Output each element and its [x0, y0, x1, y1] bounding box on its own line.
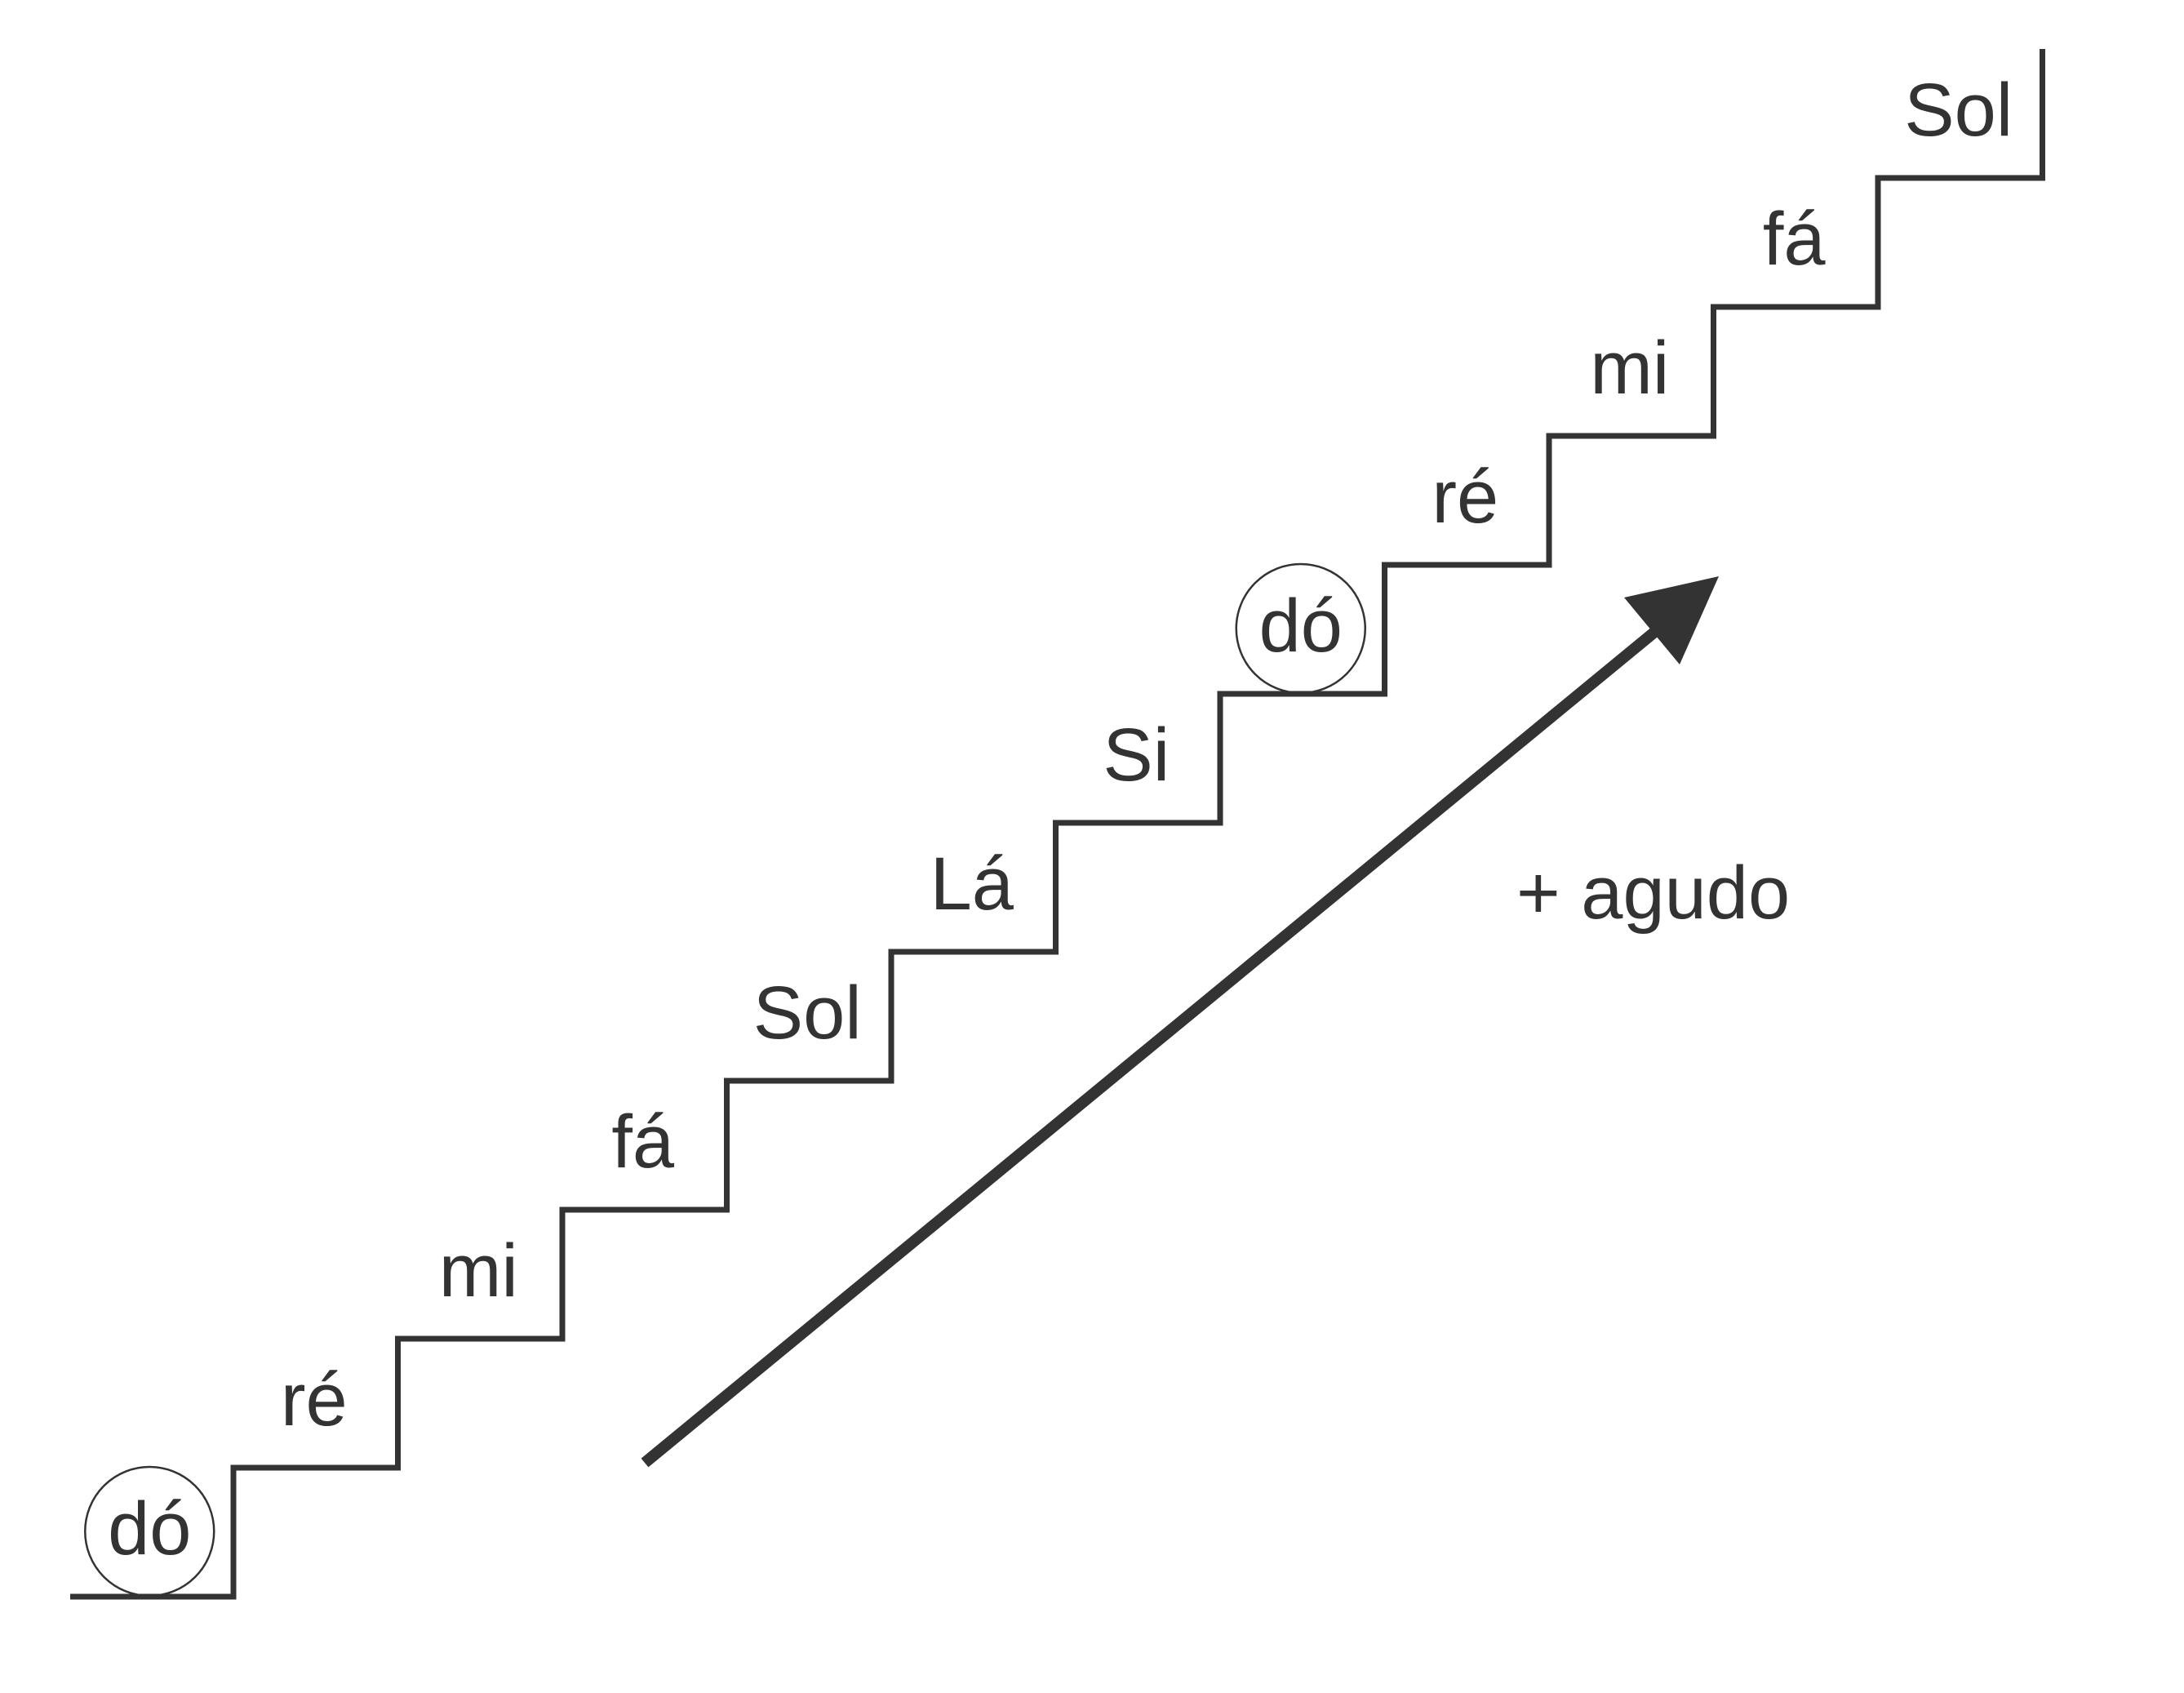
note-label-3: mi	[439, 1229, 518, 1313]
tonic-ring-1	[84, 1465, 215, 1597]
note-label-9: ré	[1432, 455, 1498, 539]
note-label-6: Lá	[930, 842, 1014, 926]
note-label-4: fá	[611, 1100, 675, 1184]
note-label-12: Sol	[1904, 69, 2013, 152]
note-label-2: ré	[281, 1358, 348, 1442]
note-label-7: Si	[1103, 713, 1170, 797]
tonic-rings	[84, 562, 1366, 1597]
note-label-1: dó	[108, 1487, 191, 1571]
ascending-arrow-shaft	[641, 625, 1661, 1468]
note-label-10: mi	[1590, 327, 1669, 410]
note-label-8: dó	[1259, 584, 1343, 668]
staircase-outline	[70, 49, 2045, 1600]
ascending-arrow-head	[1624, 576, 1719, 664]
direction-label: + agudo	[1516, 851, 1790, 935]
note-label-11: fá	[1763, 198, 1827, 281]
tonic-ring-8	[1235, 562, 1366, 695]
note-label-5: Sol	[753, 971, 862, 1055]
